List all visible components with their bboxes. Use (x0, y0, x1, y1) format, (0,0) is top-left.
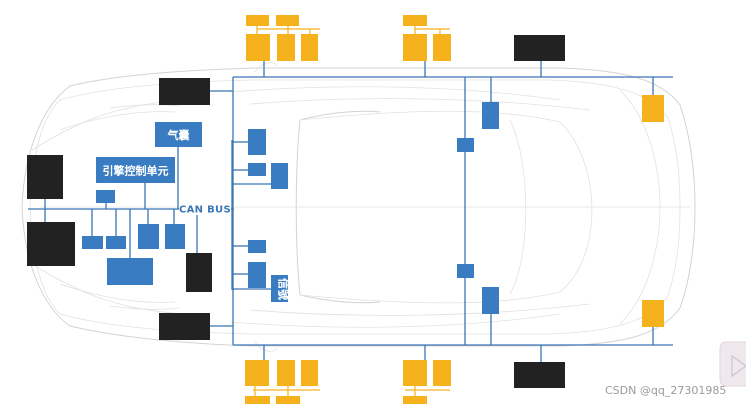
sensor-tl-small-1 (246, 15, 269, 26)
door-line-top (229, 86, 591, 111)
sensor-bl-small-1 (245, 396, 270, 404)
ecu-cabin-top-2 (248, 163, 266, 176)
front-vent (109, 104, 181, 310)
ecu-rear-top-small (457, 138, 474, 152)
headlamp-module-lower (27, 222, 75, 266)
ecu-medium-2 (165, 224, 185, 249)
airbag-ecu-box (155, 122, 202, 147)
sensor-bl-small-2 (276, 396, 300, 404)
rear-lamp-bottom (642, 300, 664, 327)
ecu-rear-top-tall (482, 102, 499, 129)
ecu-cabin-top-3 (271, 163, 288, 189)
ecu-small-2 (106, 236, 126, 249)
sensor-bl-big-1 (245, 360, 269, 386)
rear-bottom-module (514, 362, 565, 388)
car-outline (21, 62, 696, 352)
sensor-bl-big-3 (301, 360, 318, 386)
front-left-top-module (159, 78, 210, 105)
watermark-text: CSDN @qq_27301985 (605, 384, 726, 397)
ecu-small-1 (82, 236, 103, 249)
bus-wiring (28, 60, 673, 362)
sensor-bl-big-2 (277, 360, 295, 386)
top-left-cluster-wires (256, 26, 320, 36)
ecu-small-above-bus (96, 190, 115, 203)
sensor-tl-big-1 (246, 34, 270, 61)
side-mirror-top (254, 62, 279, 73)
side-mirror-bottom (254, 341, 279, 352)
ecu-large-bottom (107, 258, 153, 285)
door-line-bottom (229, 303, 591, 328)
ecu-cabin-bot-2 (248, 262, 266, 288)
sensor-br-big-2 (433, 360, 451, 386)
sensor-tl-small-2 (276, 15, 299, 26)
bot-left-cluster-wires (253, 385, 320, 396)
orange-sensors (245, 15, 664, 404)
sensor-br-big-1 (403, 360, 427, 386)
rear-top-module (514, 35, 565, 61)
ecu-cabin-bot-1 (248, 240, 266, 253)
windshield (295, 110, 381, 304)
ecu-rear-bot-tall (482, 287, 499, 314)
ecu-cabin-bot-3 (271, 275, 288, 302)
rear-lamp-top (642, 95, 664, 122)
ecu-vertical-label: 信號 (277, 278, 291, 300)
sensor-tr-big-1 (403, 34, 427, 61)
ecu-medium-1 (138, 224, 159, 249)
sensor-tl-big-3 (301, 34, 318, 61)
hood-detail (59, 111, 176, 303)
bot-right-cluster-wires (405, 385, 450, 396)
headlamp-module-upper (27, 155, 63, 199)
play-icon[interactable] (719, 341, 746, 387)
can-bus-label: CAN BUS (179, 205, 231, 216)
blue-ecus: 气囊 引擎控制单元 信號 (82, 102, 499, 314)
can-bus-label-bg (179, 202, 231, 215)
center-console-module (186, 253, 212, 292)
ecu-rear-bot-small (457, 264, 474, 278)
sensor-br-small-1 (403, 396, 427, 404)
engine-control-unit-box (96, 157, 175, 183)
sensor-tr-big-2 (433, 34, 451, 61)
front-left-bottom-module (159, 313, 210, 340)
ecu-cabin-top-1 (248, 129, 266, 155)
sensor-tr-small-1 (403, 15, 427, 26)
engine-control-unit-label: 引擎控制单元 (103, 164, 169, 178)
airbag-label: 气囊 (167, 128, 191, 142)
sensor-wiring (253, 26, 450, 396)
sensor-tl-big-2 (277, 34, 295, 61)
top-right-cluster-wires (404, 26, 450, 36)
black-modules (27, 35, 565, 388)
